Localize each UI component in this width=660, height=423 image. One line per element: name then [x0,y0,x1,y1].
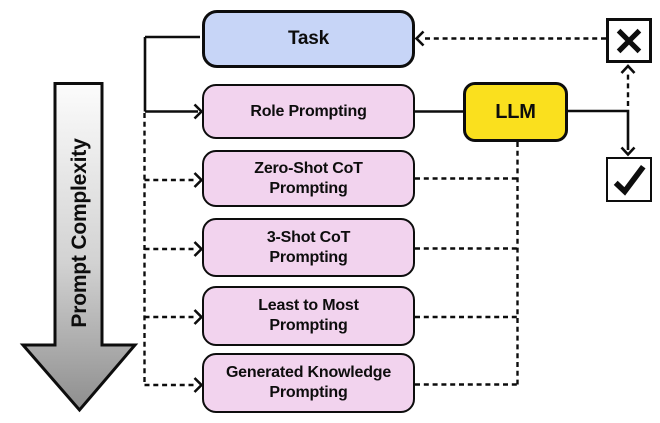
prompt-complexity-axis-label: Prompt Complexity [68,138,91,328]
accept-outcome-node [606,157,652,202]
solid-connectors [143,35,630,150]
three-shot-cot-label-line2: Prompting [269,248,348,266]
generated-knowledge-node: Generated Knowledge Prompting [202,353,415,413]
reject-outcome-node [606,18,652,63]
arrowheads [193,30,636,393]
complexity-arrow-shape [19,82,139,413]
least-to-most-node: Least to Most Prompting [202,286,415,346]
task-label: Task [287,28,330,50]
check-mark-icon [613,164,646,196]
generated-knowledge-label-line1: Generated Knowledge [225,364,392,382]
task-node: Task [202,10,415,68]
generated-knowledge-label-line2: Prompting [269,384,348,401]
three-shot-cot-label-line1: 3-Shot CoT [266,228,351,246]
zero-shot-cot-label-line2: Prompting [269,179,348,197]
x-mark-icon [616,28,642,53]
role-prompting-label: Role Prompting [250,102,367,120]
least-to-most-label-line2: Prompting [269,317,348,334]
role-prompting-node: Role Prompting [202,84,415,139]
least-to-most-label-line1: Least to Most [258,297,359,315]
dashed-connectors [143,37,630,387]
zero-shot-cot-node: Zero-Shot CoT Prompting [202,150,415,207]
zero-shot-cot-label-line1: Zero-Shot CoT [254,159,363,177]
llm-node: LLM [463,82,568,142]
llm-label: LLM [495,100,536,123]
three-shot-cot-node: 3-Shot CoT Prompting [202,218,415,277]
